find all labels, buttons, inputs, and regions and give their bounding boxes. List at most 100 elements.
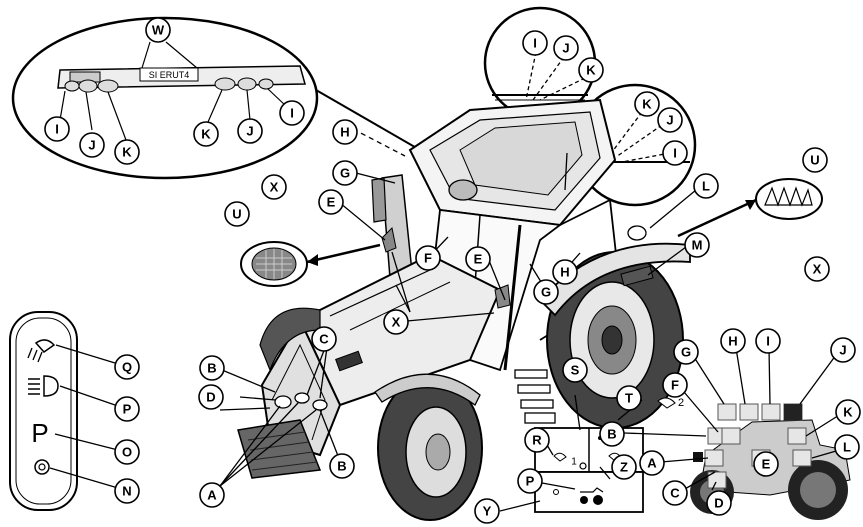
callout-U-2: U [802,147,828,173]
svg-text:B: B [607,427,616,442]
callout-B-3: B [599,421,625,447]
svg-text:X: X [813,262,822,277]
svg-text:J: J [88,138,95,153]
svg-text:B: B [337,459,346,474]
callout-F-2: F [662,372,688,398]
callout-S: S [562,357,588,383]
work-light-1-label: 1 [571,457,577,468]
svg-text:Q: Q [122,360,132,375]
svg-text:K: K [642,97,652,112]
svg-text:X: X [270,180,279,195]
callout-X-3: X [383,309,409,335]
svg-text:H: H [560,265,569,280]
callout-J-tl-2: J [237,118,263,144]
callout-E-2: E [465,246,491,272]
callout-I-tl-1: I [44,116,70,142]
svg-text:K: K [201,127,211,142]
svg-text:E: E [327,195,336,210]
svg-text:K: K [586,63,596,78]
headlight-switch-panel: P [9,311,119,511]
callout-R: R [524,427,550,453]
callout-G-2: G [533,279,559,305]
callout-H-1: H [332,119,358,145]
callout-D-2: D [706,490,732,516]
callout-X-1: X [261,174,287,200]
off-position-icon [34,459,50,475]
callout-Z: Z [611,454,637,480]
svg-text:A: A [207,488,217,503]
svg-text:H: H [340,125,349,140]
callout-K-tr-1: K [578,57,604,83]
svg-text:Y: Y [483,504,492,519]
light-detail-left [240,241,381,287]
svg-text:U: U [232,207,241,222]
parking-symbol: P [31,418,48,448]
callout-B-1: B [199,355,225,381]
callout-X-2: X [804,256,830,282]
svg-text:O: O [122,445,132,460]
callout-K-tl-2: K [193,121,219,147]
svg-text:J: J [666,113,673,128]
svg-text:X: X [392,315,401,330]
callout-O: O [114,439,140,465]
tractor-illustration [237,98,691,521]
svg-text:L: L [702,179,710,194]
svg-text:N: N [122,484,131,499]
callout-N: N [114,478,140,504]
svg-text:I: I [673,146,677,161]
callout-L-1: L [693,173,719,199]
callout-P-2: P [517,468,543,494]
callout-J-tr-1: J [553,35,579,61]
svg-text:C: C [319,332,329,347]
headlight-icon [28,375,59,397]
callout-I-tr-1: I [522,30,548,56]
callout-Q: Q [114,354,140,380]
callout-Y: Y [474,498,500,524]
svg-text:G: G [681,345,691,360]
callout-E-3: E [753,451,779,477]
svg-text:I: I [533,36,537,51]
svg-text:K: K [843,405,853,420]
work-light-icon [27,339,56,363]
callout-B-2: B [329,453,355,479]
svg-text:G: G [541,285,551,300]
callout-A-2: A [639,450,665,476]
callout-H-2: H [552,259,578,285]
front-roof-lightbar-magnifier: SI ERUT4 [11,16,421,180]
callout-D-1: D [198,384,224,410]
callout-G-3: G [673,339,699,365]
svg-text:R: R [532,433,542,448]
svg-text:S: S [571,363,580,378]
svg-text:B: B [207,361,216,376]
svg-text:H: H [728,334,737,349]
callout-C-1: C [311,326,337,352]
callout-I-3: I [755,328,781,354]
svg-text:C: C [670,486,680,501]
svg-text:M: M [692,238,703,253]
svg-text:P: P [526,474,535,489]
callout-P-1: P [114,396,140,422]
svg-text:L: L [843,440,851,455]
svg-text:U: U [810,153,819,168]
callout-I-tr-2: I [662,140,688,166]
callout-K-tr-2: K [634,91,660,117]
callout-L-2: L [834,434,860,460]
svg-text:J: J [839,343,846,358]
callout-G-1: G [332,160,358,186]
svg-text:D: D [206,390,215,405]
svg-text:W: W [152,23,165,38]
callout-C-2: C [662,480,688,506]
callout-U-1: U [224,201,250,227]
callout-J-tl-1: J [79,132,105,158]
svg-text:T: T [625,391,633,406]
callout-K-3: K [835,399,861,425]
svg-text:J: J [246,124,253,139]
callout-K-tl-1: K [114,139,140,165]
svg-text:I: I [55,122,59,137]
svg-text:I: I [766,334,770,349]
light-detail-right [677,178,823,238]
callout-I-tl-2: I [279,100,305,126]
light-bar-lamps-right [214,77,274,91]
